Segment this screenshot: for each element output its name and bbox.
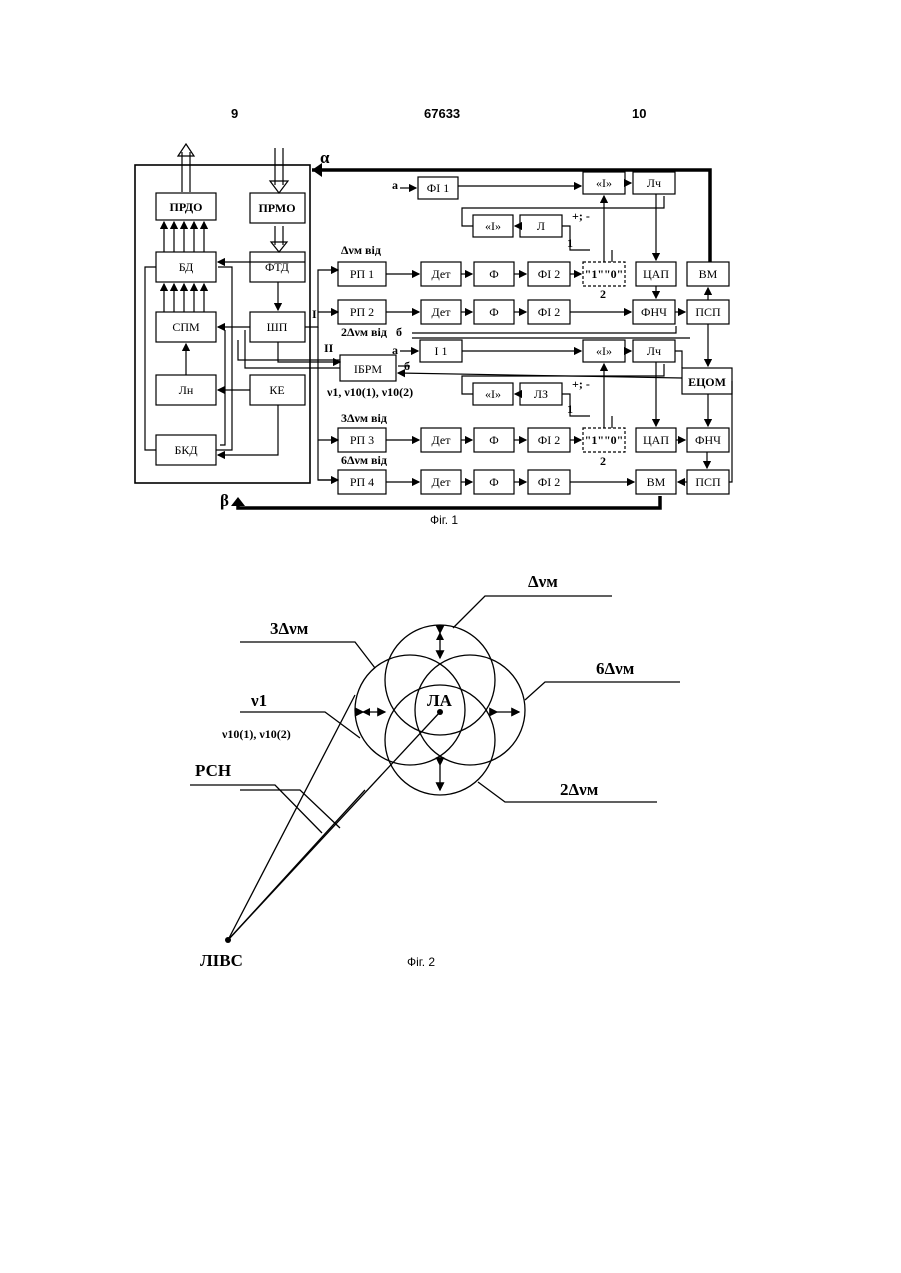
alpha-label: α <box>320 148 330 167</box>
block-fnch2-label: ФНЧ <box>695 433 721 447</box>
label-2-delta-nu: 2Δνм <box>560 780 599 799</box>
plus-minus-label-2: +; - <box>572 377 590 391</box>
block-prmo-label: ПРМО <box>258 201 295 215</box>
block-i-top-label: «І» <box>596 176 612 190</box>
bkd-bd-link <box>145 267 156 450</box>
plus-minus-label-1: +; - <box>572 209 590 223</box>
sight-line-center <box>228 712 440 940</box>
block-vm2-label: ВМ <box>647 475 666 489</box>
beta-path <box>238 496 660 508</box>
block-det1-label: Дет <box>432 267 452 281</box>
label-la: ЛА <box>427 691 453 710</box>
block-fnch1-label: ФНЧ <box>641 305 667 319</box>
block-f1-label: Ф <box>489 267 498 281</box>
block-io2-label: "1""0" <box>585 433 624 447</box>
block-fi1-label: ФІ 1 <box>427 181 449 195</box>
block-dac1-label: ЦАП <box>643 267 669 281</box>
figure-2-diagram <box>190 596 680 940</box>
number-2-label-b: 2 <box>600 454 606 468</box>
block-ln-label: Лн <box>179 383 194 397</box>
block-vm1-label: ВМ <box>699 267 718 281</box>
leader-3-delta-nu <box>240 642 375 668</box>
block-ibrm-label: ІБРМ <box>354 362 383 376</box>
label-6-delta-nu: 6Δνм <box>596 659 635 678</box>
block-rp3-label: РП 3 <box>350 433 374 447</box>
number-1-label-a: 1 <box>567 236 573 250</box>
block-i-mid2-label: «І» <box>485 387 501 401</box>
block-lch2-label: Лч <box>647 344 661 358</box>
block-i1-label: І 1 <box>435 344 448 358</box>
block-shp-label: ШП <box>267 320 288 334</box>
circle-right <box>415 655 525 765</box>
block-det2-label: Дет <box>432 305 452 319</box>
block-spm-label: СПМ <box>172 320 200 334</box>
beta-arrowhead <box>231 497 245 506</box>
figure-1-block-diagram <box>135 144 732 508</box>
label-livs: ЛІВС <box>200 951 243 970</box>
label-nu10: ν10(1), ν10(2) <box>221 727 291 741</box>
prmo-in-arrow <box>270 148 288 193</box>
block-dac2-label: ЦАП <box>643 433 669 447</box>
block-rp4-label: РП 4 <box>350 475 374 489</box>
block-lz-label: ЛЗ <box>534 387 548 401</box>
leader-6-delta-nu <box>525 682 680 700</box>
leader-nu10 <box>240 790 340 828</box>
block-bkd-label: БКД <box>174 443 197 457</box>
prdo-out-arrow <box>178 144 194 192</box>
roman-2-label: II <box>324 341 334 355</box>
label-nu1: ν1 <box>250 691 267 710</box>
block-f2-label: Ф <box>489 305 498 319</box>
block-f3-label: Ф <box>489 433 498 447</box>
roman-1-label: I <box>312 307 317 321</box>
block-ftd-label: ФТД <box>265 260 289 274</box>
label-rsn: РСН <box>195 761 231 780</box>
input-b-label-1: б <box>396 325 402 339</box>
block-psp1-label: ПСП <box>695 305 721 319</box>
block-fi2-1-label: ФІ 2 <box>538 267 560 281</box>
label-delta-nu: Δνм <box>528 572 558 591</box>
label-3-delta-nu: 3Δνм <box>270 619 309 638</box>
block-prdo-label: ПРДО <box>170 200 203 214</box>
block-rp1-label: РП 1 <box>350 267 374 281</box>
figure-2-caption: Фіг. 2 <box>407 955 435 969</box>
circle-left <box>355 655 465 765</box>
block-fi2-4-label: ФІ 2 <box>538 475 560 489</box>
block-fi2-3-label: ФІ 2 <box>538 433 560 447</box>
block-ke-label: КЕ <box>269 383 284 397</box>
block-fi2-2-label: ФІ 2 <box>538 305 560 319</box>
number-1-label-b: 1 <box>567 402 573 416</box>
delta-nu-label: Δνм від <box>341 243 381 257</box>
number-2-label-a: 2 <box>600 287 606 301</box>
block-rp2-label: РП 2 <box>350 305 374 319</box>
beta-label: β <box>220 491 229 510</box>
block-bd-label: БД <box>179 260 194 274</box>
nu-frequencies-label: ν1, ν10(1), ν10(2) <box>326 385 413 399</box>
input-a-label-1: а <box>392 178 398 192</box>
leader-delta-nu <box>453 596 612 628</box>
prmo-ftd-arrow <box>271 226 287 252</box>
figure-1-caption: Фіг. 1 <box>430 513 458 527</box>
block-det4-label: Дет <box>432 475 452 489</box>
delta-nu-2-label: 2Δνм від <box>341 325 387 339</box>
block-i-top2-label: «І» <box>596 344 612 358</box>
block-l-label: Л <box>537 219 545 233</box>
block-ecom-label: ЕЦОМ <box>688 375 726 389</box>
block-f4-label: Ф <box>489 475 498 489</box>
block-psp2-label: ПСП <box>695 475 721 489</box>
block-i-mid-label: «І» <box>485 219 501 233</box>
livs-point <box>225 937 231 943</box>
input-a-label-2: а <box>392 343 398 357</box>
delta-nu-6-label: 6Δνм від <box>341 453 387 467</box>
block-det3-label: Дет <box>432 433 452 447</box>
block-io1-label: "1""0" <box>585 267 624 281</box>
input-b-label-2: б <box>404 359 410 373</box>
delta-nu-3-label: 3Δνм від <box>341 411 387 425</box>
block-lch-top-label: Лч <box>647 176 661 190</box>
